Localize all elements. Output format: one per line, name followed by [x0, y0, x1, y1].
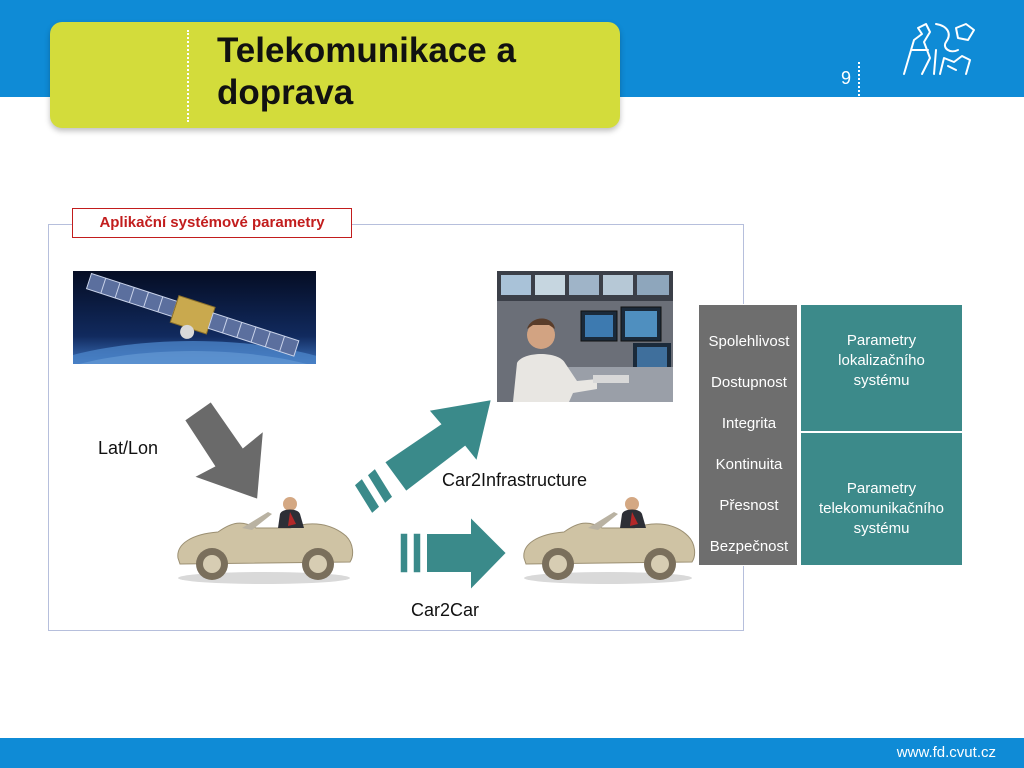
localization-line-3: systému — [853, 372, 910, 389]
page-number-divider — [858, 62, 860, 96]
page-number: 9 — [840, 68, 851, 88]
lat-lon-label: Lat/Lon — [98, 438, 159, 458]
cvut-logo-icon — [903, 23, 975, 75]
car2infrastructure-label: Car2Infrastructure — [442, 470, 588, 490]
diagram-title: Aplikační systémové parametry — [72, 208, 352, 238]
car-image-left — [172, 488, 357, 585]
telecom-line-1: Parametry — [846, 480, 917, 497]
title-line-1: Telekomunikace a — [217, 31, 516, 70]
parameter-item: Kontinuita — [715, 456, 783, 473]
car2car-label: Car2Car — [411, 600, 480, 620]
telecom-parameters-box: Parametry telekomunikačního systému — [800, 432, 963, 566]
footer-band — [0, 738, 1024, 768]
title-divider — [187, 30, 189, 122]
footer-url: www.fd.cvut.cz — [896, 744, 996, 761]
title-box — [50, 22, 620, 128]
slide-title: Telekomunikace a doprava — [217, 30, 607, 114]
control-room-image — [497, 271, 673, 402]
parameter-item: Přesnost — [719, 497, 779, 514]
parameter-item: Integrita — [721, 415, 777, 432]
telecom-line-2: telekomunikačního — [818, 500, 945, 517]
localization-parameters-box: Parametry lokalizačního systému — [800, 304, 963, 432]
car-image-right — [518, 488, 698, 585]
parameter-item: Spolehlivost — [708, 333, 790, 350]
localization-line-1: Parametry — [846, 332, 917, 349]
localization-line-2: lokalizačního — [838, 352, 925, 369]
title-line-2: doprava — [217, 73, 354, 112]
parameter-list: Spolehlivost Dostupnost Integrita Kontin… — [698, 304, 798, 566]
telecom-line-3: systému — [853, 520, 910, 537]
parameter-item: Bezpečnost — [709, 538, 789, 555]
satellite-image — [73, 271, 316, 364]
parameter-item: Dostupnost — [711, 374, 787, 391]
